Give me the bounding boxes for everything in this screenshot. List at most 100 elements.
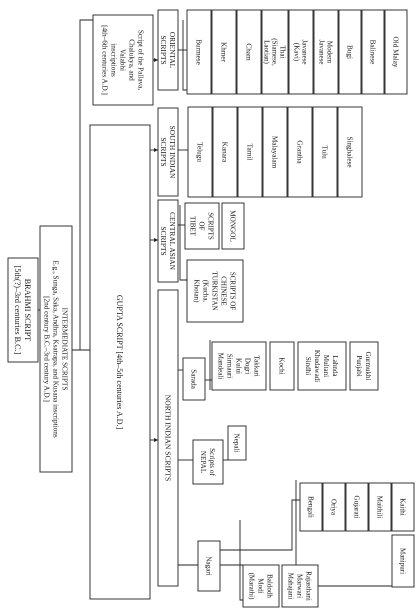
- node-label: Grantha: [295, 140, 303, 164]
- node-label-line: MONGOL: [228, 210, 236, 242]
- node-box: [92, 14, 154, 106]
- node-pallava: Script of the Pallava,Chalukya, andValab…: [92, 14, 154, 106]
- node-box: [157, 107, 179, 197]
- node-label-line: Takkari: [253, 355, 261, 376]
- node-box: [182, 357, 206, 401]
- node-label: Telugu: [195, 142, 203, 162]
- node-label: ORIENTALSCRIPTS: [159, 32, 177, 69]
- node-label-line: SCRIPTS: [159, 137, 168, 166]
- node-label-line: Scripts of: [208, 448, 216, 476]
- node-label-line: TIBET: [189, 216, 197, 237]
- node-label-line: Nepali: [233, 434, 241, 453]
- node-box: [261, 9, 289, 95]
- node-label: GUPTA SCRIPT [4th–5th centuries A.D.]: [115, 295, 124, 430]
- node-box: [187, 106, 213, 198]
- node-box: [157, 289, 179, 587]
- node-rajasthani: RajasthaniMarwariMahajani: [281, 564, 319, 608]
- node-label-line: NORTH INDIAN SCRIPTS: [163, 395, 172, 481]
- node-label-line: Sindhi: [304, 357, 312, 375]
- node-label-line: Javanese: [301, 40, 309, 65]
- node-label: BaldodhModi(Marathi): [248, 573, 274, 600]
- node-label: CENTRAL ASIANSCRIPTS: [159, 212, 177, 270]
- node-box: [212, 106, 238, 198]
- node-label-line: Thai: [279, 46, 287, 59]
- node-old-malay: Old Malay: [384, 9, 408, 95]
- node-label-line: Manipuri: [399, 548, 407, 574]
- node-label: TakkariDogriKuluiSirmauriMandeali: [217, 353, 261, 379]
- node-label-line: Khmer: [219, 42, 227, 63]
- node-box: [186, 9, 212, 95]
- node-box: [361, 9, 385, 95]
- node-modern-javanese: ModernJavanese: [313, 9, 339, 95]
- node-label-line: SCRIPTS: [207, 212, 215, 240]
- node-label-line: INTERMEDIATE SCRIPTS: [60, 308, 68, 391]
- node-bugi: Bugi: [338, 9, 362, 95]
- node-label: Kanara: [220, 142, 228, 164]
- node-maithili: Maithili: [368, 482, 392, 532]
- node-label: MONGOL: [228, 210, 236, 242]
- node-box: [349, 341, 379, 391]
- node-intermediate: INTERMEDIATE SCRIPTSE.g., Sunga, Saka, A…: [39, 225, 73, 473]
- node-box: [312, 106, 338, 198]
- node-label: Tulu: [320, 145, 328, 159]
- node-label-line: Nagari: [204, 556, 212, 576]
- node-box: [288, 9, 314, 95]
- node-manipuri: Manipuri: [391, 534, 415, 588]
- node-label: Scripts ofNEPAL: [199, 448, 216, 476]
- node-label-line: [5th(?)–3rd centuries B.C.]: [13, 266, 22, 355]
- node-label: NORTH INDIAN SCRIPTS: [163, 395, 172, 481]
- node-label: Nepali: [233, 434, 241, 453]
- node-label-line: OF: [198, 222, 206, 231]
- node-label-line: Cham: [244, 43, 252, 61]
- node-label: Kochi: [278, 357, 286, 374]
- node-label-line: Grantha: [295, 140, 303, 164]
- node-label-line: (Kucha,: [202, 280, 210, 303]
- node-javanese: Javanese(Kavi): [288, 9, 314, 95]
- node-baldodh: BaldodhModi(Marathi): [242, 564, 280, 608]
- node-turkistan: SCRIPTS OFCHINESETURKISTAN(Kucha,Khotan): [186, 259, 244, 323]
- node-label-line: Khudawadi: [313, 350, 321, 382]
- node-label-line: Sarada: [189, 369, 197, 389]
- node-label-line: Balinese: [368, 40, 376, 65]
- node-label-line: SCRIPTS: [159, 35, 168, 64]
- node-label-line: (Siamese,: [271, 38, 279, 66]
- node-gurmukhi: GurmukhiPunjabi: [349, 341, 379, 391]
- node-label-line: ORIENTAL: [168, 32, 177, 69]
- node-box: [269, 341, 295, 391]
- node-label-line: NEPAL: [199, 451, 207, 474]
- node-box: [7, 257, 39, 363]
- node-label-line: CENTRAL ASIAN: [168, 212, 177, 270]
- node-kaithi: Kaithi: [391, 482, 415, 532]
- node-mongol: MONGOL: [221, 202, 245, 250]
- node-label-line: Mandeali: [217, 353, 225, 379]
- node-label-line: Laotian): [263, 40, 271, 64]
- node-balinese: Balinese: [361, 9, 385, 95]
- node-oriental: ORIENTALSCRIPTS: [157, 9, 179, 91]
- node-box: [197, 540, 221, 592]
- node-label-line: Sirmauri: [226, 354, 234, 379]
- node-box: [237, 106, 263, 198]
- node-box: [299, 482, 323, 532]
- node-box: [287, 106, 313, 198]
- node-nepal: Scripts ofNEPAL: [192, 439, 224, 485]
- node-box: [211, 341, 267, 391]
- node-label-line: Kochi: [278, 357, 286, 374]
- node-label: Gujarati: [353, 496, 361, 519]
- node-telugu: Telugu: [187, 106, 213, 198]
- node-box: [39, 225, 73, 473]
- node-oriya: Oriya: [322, 482, 346, 532]
- connector-line: [220, 499, 300, 551]
- node-box: [89, 124, 151, 600]
- node-label-line: Valabhi: [118, 49, 126, 71]
- arrowhead: [154, 438, 158, 442]
- node-label-line: Singhalese: [345, 136, 353, 167]
- node-malayalam: Malayalam: [262, 106, 288, 198]
- node-label-line: Javanese: [318, 40, 326, 65]
- node-label-line: Tamil: [245, 144, 253, 161]
- node-label-line: Khotan): [193, 280, 201, 304]
- node-label-line: Lahnda: [331, 356, 339, 378]
- node-label-line: Dogri: [244, 358, 252, 374]
- node-label: BRAHMI SCRIPT[5th(?)–3rd centuries B.C.]: [13, 266, 32, 355]
- node-box: [157, 9, 179, 91]
- node-label: LahndaMultaniKhudawadiSindhi: [304, 350, 339, 382]
